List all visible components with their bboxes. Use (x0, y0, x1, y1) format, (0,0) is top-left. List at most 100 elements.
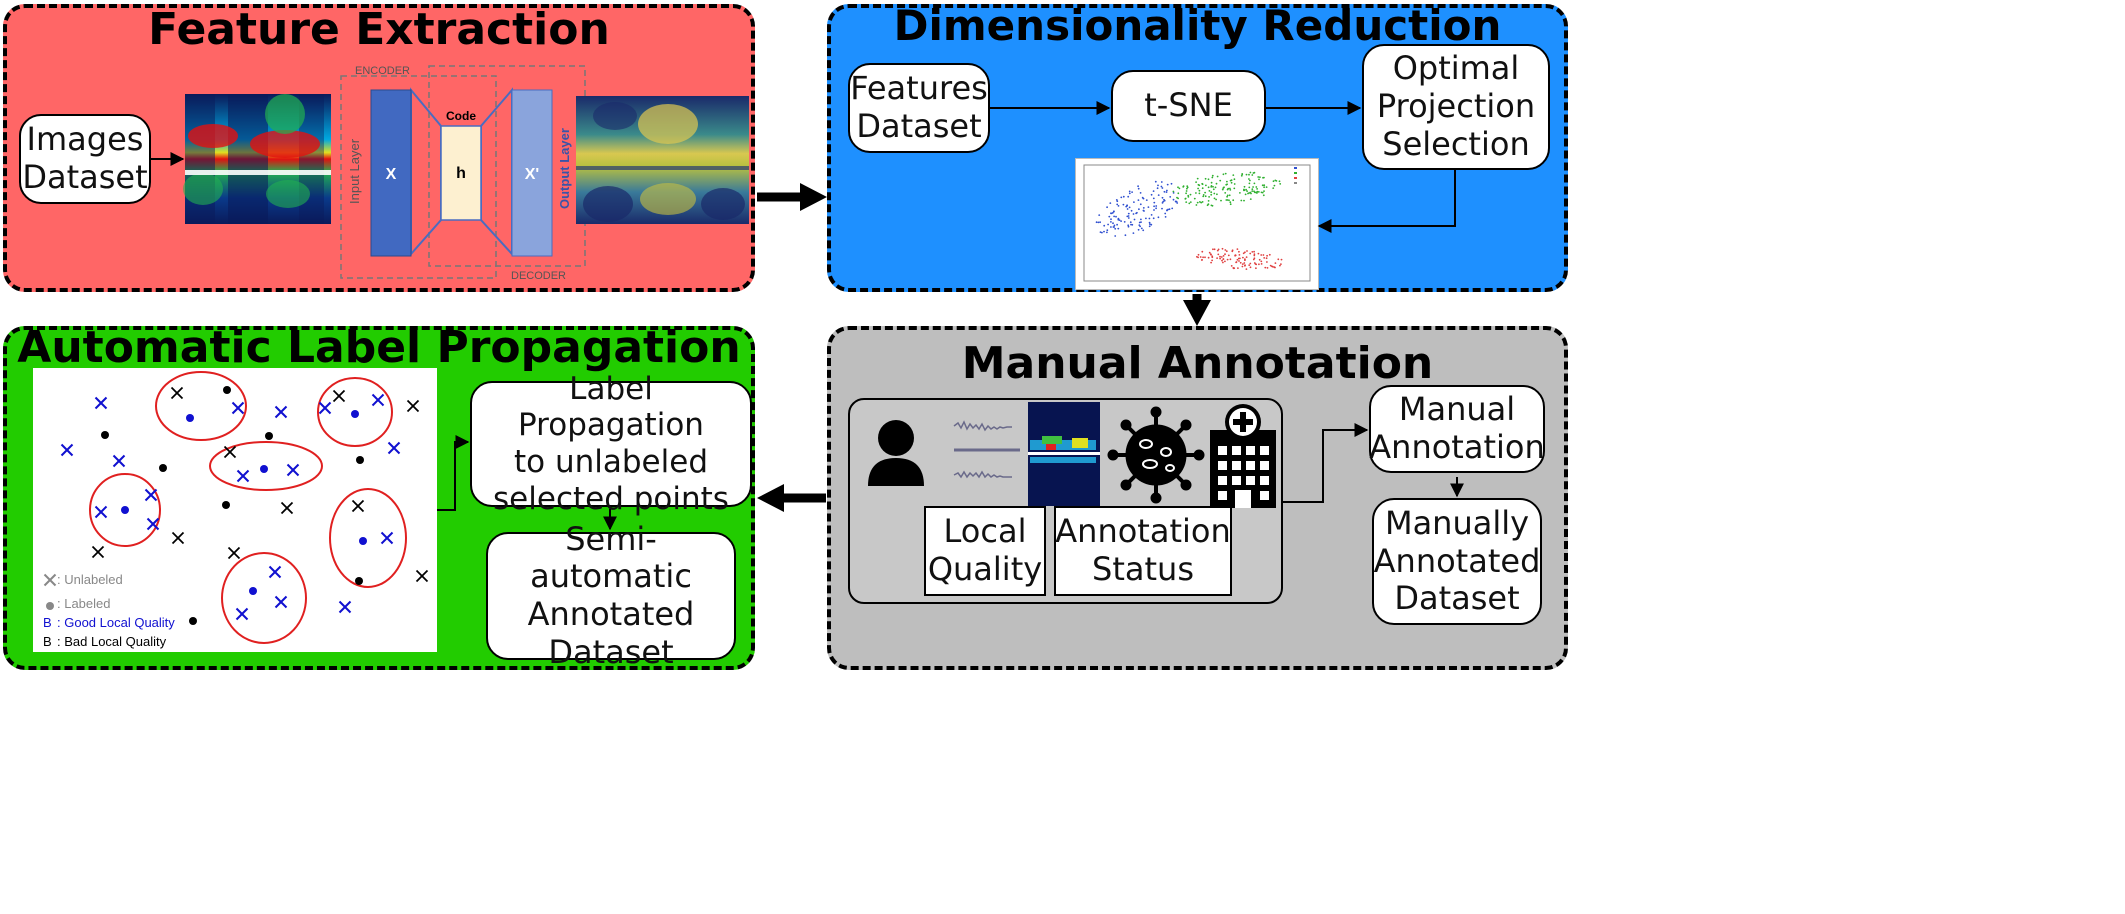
tsne-point (1110, 218, 1112, 221)
tsne-point (1126, 208, 1129, 210)
tsne-point (1133, 201, 1135, 203)
label-propagation-box: Label Propagation to unlabeled selected … (470, 371, 752, 517)
legend-unlabeled: : Unlabeled (57, 572, 123, 587)
manual-annotation-title: Manual Annotation (961, 338, 1434, 389)
tsne-point (1120, 220, 1122, 222)
tsne-point (1255, 267, 1257, 270)
tsne-point (1097, 221, 1100, 224)
tsne-point (1274, 262, 1277, 264)
tsne-point (1249, 252, 1252, 255)
tsne-point (1172, 192, 1175, 194)
tsne-point (1198, 192, 1201, 195)
tsne-point (1108, 215, 1111, 218)
legend-good-marker: B (43, 615, 52, 630)
tsne-point (1271, 265, 1274, 268)
tsne-point (1242, 252, 1245, 255)
tsne-point (1211, 204, 1214, 207)
manual-annotation-panel: Manual Annotation (827, 326, 1568, 670)
tsne-point (1265, 257, 1268, 260)
annotation-status-box: Annotation Status (1054, 506, 1232, 596)
tsne-point (1113, 224, 1116, 227)
tsne-point (1207, 178, 1210, 181)
tsne-point (1189, 193, 1192, 196)
tsne-point (1200, 259, 1203, 261)
tsne-point (1222, 258, 1225, 260)
tsne-point (1249, 266, 1252, 269)
tsne-point (1248, 264, 1251, 266)
tsne-point (1212, 248, 1214, 251)
tsne-point (1206, 204, 1209, 207)
tsne-point (1249, 262, 1252, 265)
tsne-point (1201, 250, 1204, 253)
encoder-x-layer (370, 89, 412, 257)
tsne-point (1237, 257, 1240, 260)
tsne-point (1154, 180, 1157, 183)
code-label: Code (446, 109, 476, 123)
autoencoder-diagram: ENCODER DECODER X h Code X' Input Layer … (150, 65, 749, 282)
optimal-projection-box: Optimal Projection Selection (1362, 44, 1550, 170)
tsne-point (1133, 218, 1136, 221)
tsne-point (1272, 180, 1275, 183)
dimensionality-reduction-panel: Dimensionality Reduction Features Datase… (827, 1, 1568, 292)
tsne-point (1201, 187, 1204, 190)
tsne-point (1177, 186, 1179, 189)
tsne-point (1135, 212, 1137, 215)
tsne-point (1129, 221, 1132, 224)
tsne-point (1263, 176, 1265, 179)
tsne-point (1274, 266, 1276, 269)
legend-labeled: : Labeled (57, 596, 111, 611)
tsne-point (1152, 197, 1155, 200)
tsne-point (1228, 194, 1231, 197)
tsne-point (1148, 217, 1151, 220)
tsne-point (1199, 201, 1201, 203)
cluster-ellipse (155, 371, 247, 441)
output-layer-label: Output Layer (557, 128, 572, 209)
tsne-point (1212, 188, 1215, 191)
tsne-point (1255, 191, 1257, 194)
tsne-point (1265, 186, 1268, 188)
arrow-feature-to-dimred (757, 183, 827, 211)
tsne-point (1263, 186, 1265, 189)
tsne-point (1172, 190, 1175, 193)
tsne-point (1217, 253, 1220, 256)
tsne-mini-legend (1294, 167, 1297, 184)
tsne-point (1226, 180, 1228, 183)
tsne-point (1233, 187, 1236, 190)
tsne-point (1205, 184, 1207, 187)
tsne-point (1157, 194, 1160, 196)
tsne-point (1225, 250, 1228, 253)
cluster-ellipse (221, 552, 307, 644)
tsne-point (1241, 263, 1244, 265)
labeled-point (222, 501, 230, 509)
tsne-point (1098, 214, 1101, 216)
manual-annotation-arrows (1283, 423, 1464, 503)
tsne-point (1216, 193, 1218, 196)
unlabeled-point (223, 445, 237, 459)
tsne-point (1138, 221, 1141, 224)
tsne-point (1153, 205, 1155, 208)
tsne-point (1239, 261, 1242, 264)
tsne-point (1249, 191, 1252, 194)
tsne-point (1260, 254, 1263, 256)
tsne-point (1162, 200, 1165, 203)
person-icon (868, 420, 924, 486)
dimred-arrows (990, 101, 1456, 233)
unlabeled-point (144, 488, 158, 502)
tsne-point (1260, 263, 1263, 265)
tsne-point (1242, 256, 1244, 259)
unlabeled-point (236, 469, 250, 483)
tsne-point (1150, 214, 1153, 216)
tsne-point (1153, 209, 1155, 211)
tsne-point (1125, 205, 1128, 208)
tsne-point (1246, 190, 1248, 192)
tsne-point (1207, 256, 1210, 259)
tsne-point (1196, 201, 1199, 204)
tsne-point (1196, 177, 1199, 180)
tsne-point (1208, 190, 1211, 192)
tsne-point (1140, 218, 1142, 221)
tsne-point (1137, 187, 1140, 190)
tsne-point (1201, 182, 1204, 185)
tsne-point (1279, 264, 1281, 267)
manual-annotation-box: Manual Annotation (1369, 385, 1545, 473)
tsne-point (1197, 253, 1200, 256)
